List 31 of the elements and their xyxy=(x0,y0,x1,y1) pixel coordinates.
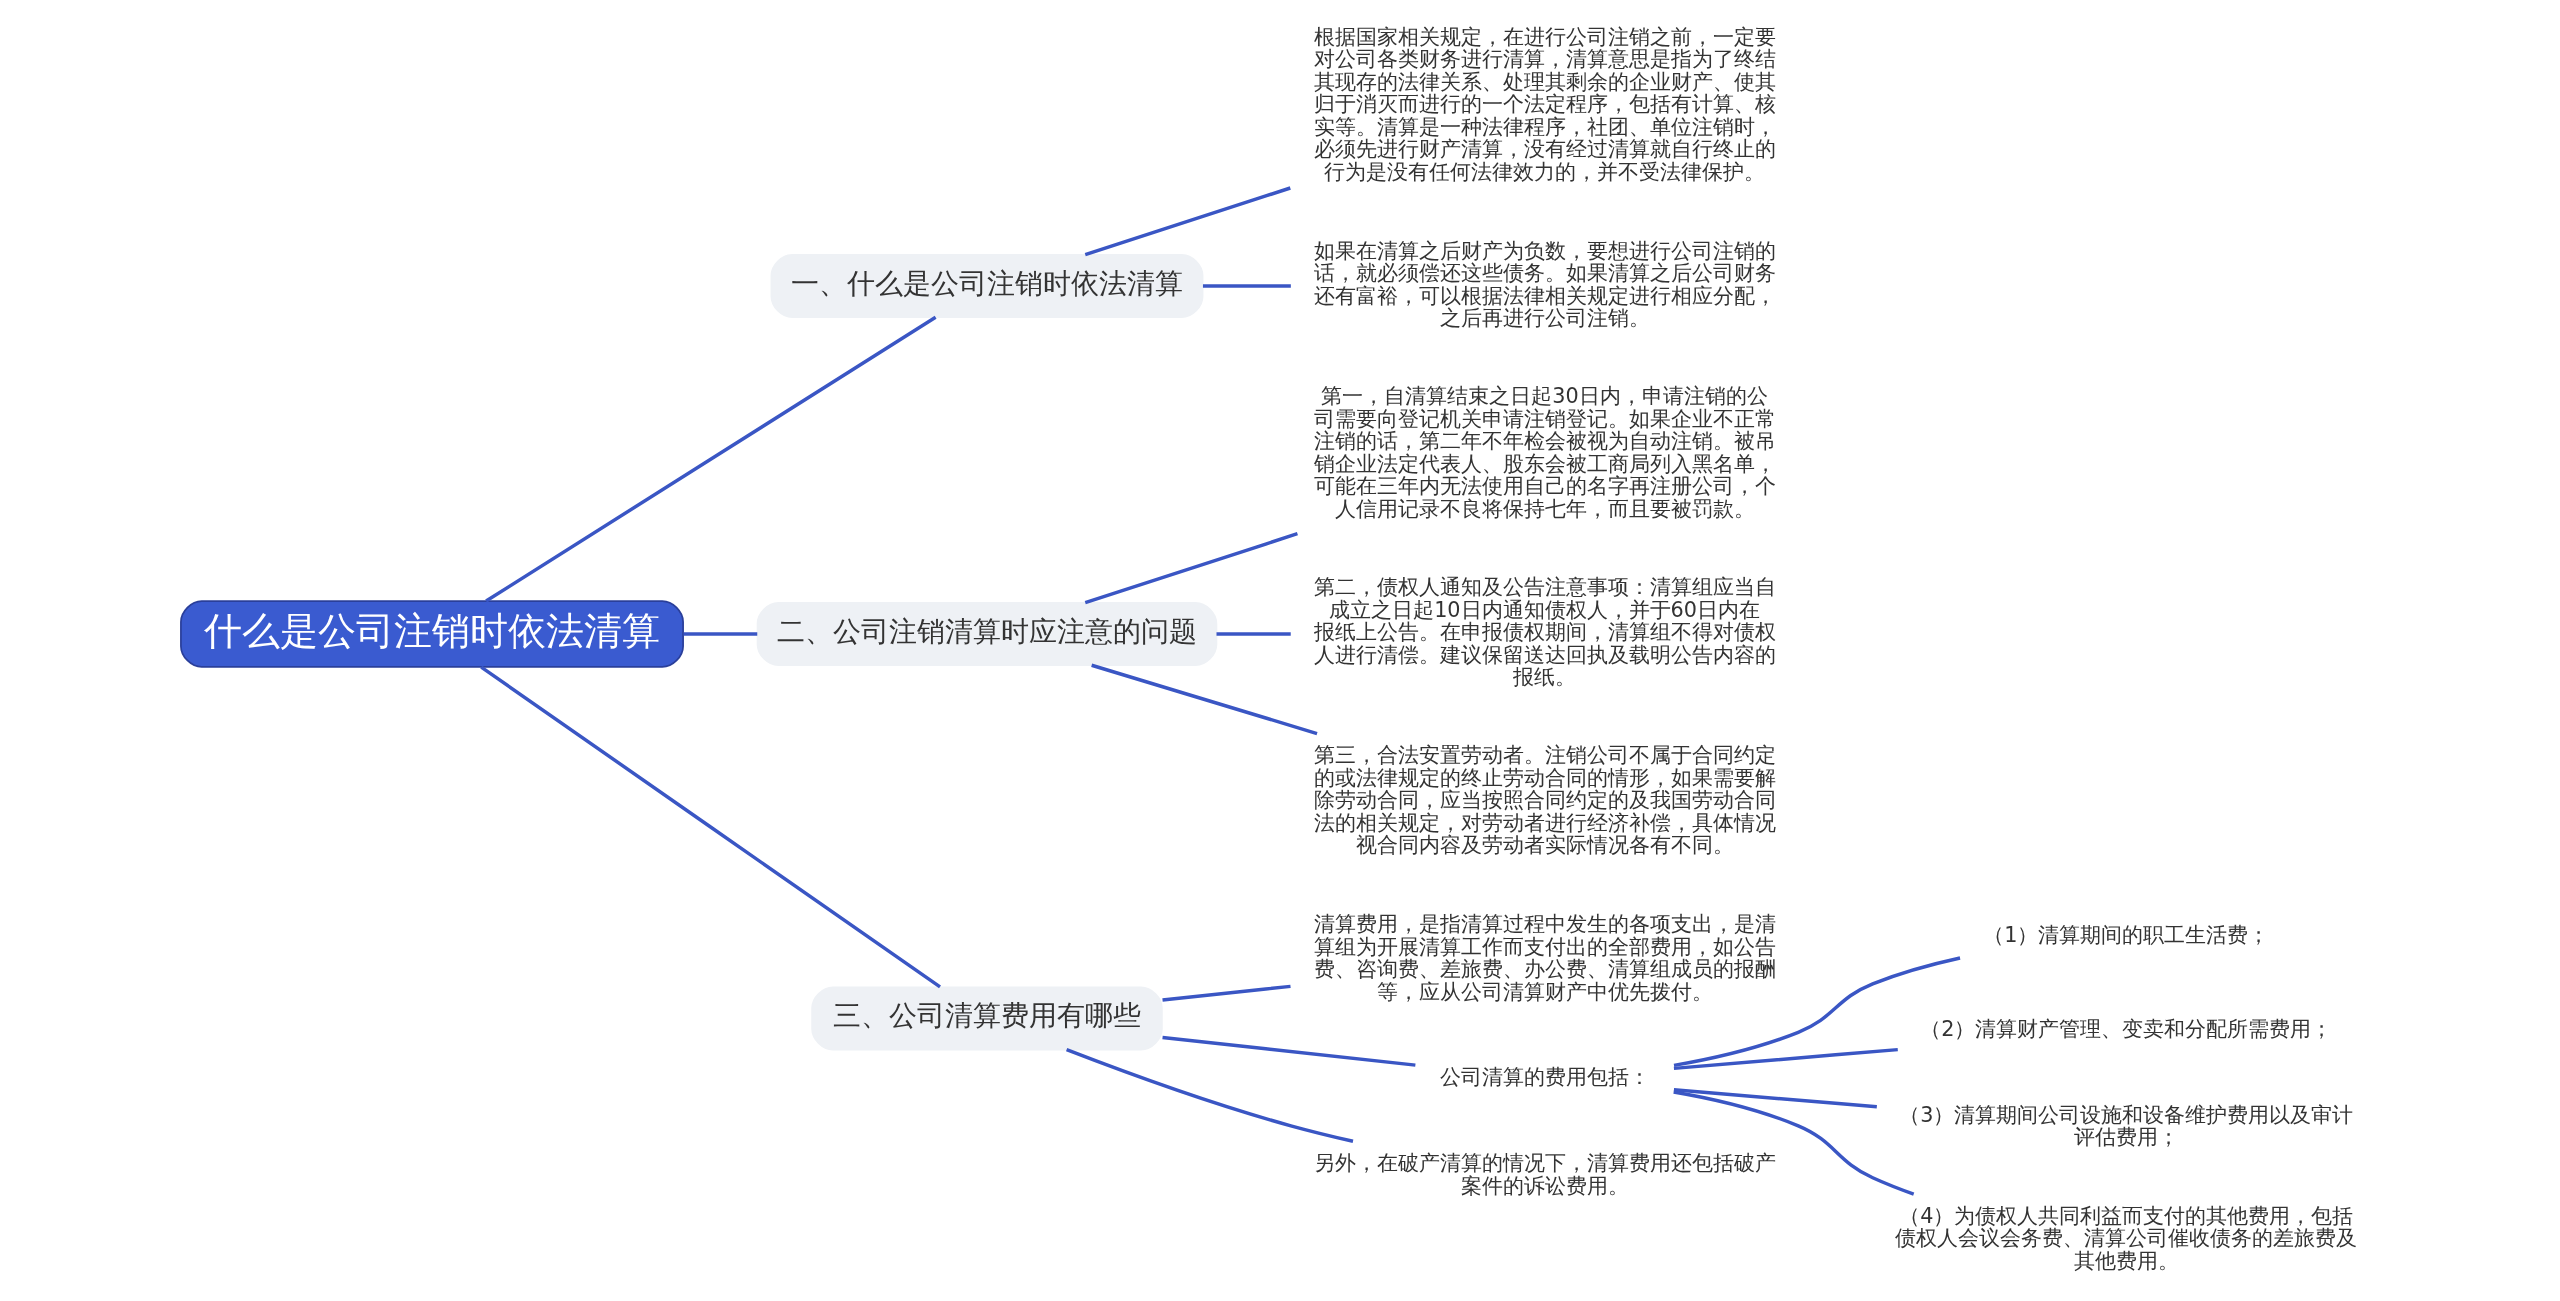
connector xyxy=(1161,1035,1416,1067)
node-text: （4）为债权人共同利益而支付的其他费用，包括债权人会议会务费、清算公司催收债务的差旅费及其他费用。 xyxy=(1894,1203,2357,1273)
connector xyxy=(479,665,941,989)
node-text: 根据国家相关规定，在进行公司注销之前，一定要对公司各类财务进行清算，清算意思是指为了终结其现存的法律关系、处理其剩余的企业财产、使其归于消灭而进行的一个法定程序，包括有计算、核实等。清算是一种法律程序，社团、单位注销时，必须先进行财产清算，没有经过清算就自行终止的行为是没有任何法律效力的，并不受法律保护。 xyxy=(1313,24,1776,184)
connector xyxy=(1673,956,1960,1068)
node-text: 第三，合法安置劳动者。注销公司不属于合同约定的或法律规定的终止劳动合同的情形，如果需要解除劳动合同，应当按照合同约定的及我国劳动合同法的相关规定，对劳动者进行经济补偿，具体情况视合同内容及劳动者实际情况各有不同。 xyxy=(1313,743,1776,858)
node-text: 第一，自清算结束之日起30日内，申请注销的公司需要向登记机关申请注销登记。如果企业不正常注销的话，第二年不年检会被视为自动注销。被吊销企业法定代表人、股东会被工商局列入黑名单，可能在三年内无法使用自己的名字再注册公司，个人信用记录不良将保持七年，而且要被罚款。 xyxy=(1313,384,1776,521)
connector xyxy=(1672,1090,1914,1196)
connector xyxy=(1084,532,1298,605)
node-text: 如果在清算之后财产为负数，要想进行公司注销的话，就必须偿还这些债务。如果清算之后公司财务还有富裕，可以根据法律相关规定进行相应分配，之后再进行公司注销。 xyxy=(1313,238,1776,331)
node-box: 二、公司注销清算时应注意的问题 xyxy=(756,602,1217,667)
connector xyxy=(683,632,757,636)
node-text: （3）清算期间公司设施和设备维护费用以及审计评估费用； xyxy=(1898,1102,2353,1150)
connector xyxy=(1216,632,1291,636)
node-text: （2）清算财产管理、变卖和分配所需费用； xyxy=(1919,1016,2332,1041)
node-text: 第二，债权人通知及公告注意事项：清算组应当自成立之日起10日内通知债权人，并于60日内在报纸上公告。在申报债权期间，清算组不得对债权人进行清偿。建议保留送达回执及载明公告内容的报纸。 xyxy=(1313,575,1776,690)
node-text: 清算费用，是指清算过程中发生的各项支出，是清算组为开展清算工作而支付出的全部费用，如公告费、咨询费、差旅费、办公费、清算组成员的报酬等，应从公司清算财产中优先拨付。 xyxy=(1313,912,1776,1004)
connector xyxy=(1065,1048,1353,1143)
connector xyxy=(484,315,937,603)
connector xyxy=(1161,984,1291,1002)
node-box: 三、公司清算费用有哪些 xyxy=(810,986,1163,1051)
connector xyxy=(1084,186,1291,257)
node-text: 另外，在破产清算的情况下，清算费用还包括破产案件的诉讼费用。 xyxy=(1313,1151,1776,1198)
connector xyxy=(1202,284,1291,288)
connector xyxy=(1090,663,1318,736)
connector xyxy=(1673,1047,1898,1071)
node-box: 一、什么是公司注销时依法清算 xyxy=(770,253,1203,319)
connector xyxy=(1673,1088,1877,1109)
node-text: （1）清算期间的职工生活费； xyxy=(1982,923,2269,948)
node-text: 公司清算的费用包括： xyxy=(1439,1065,1650,1090)
node-box: 什么是公司注销时依法清算 xyxy=(179,600,684,668)
